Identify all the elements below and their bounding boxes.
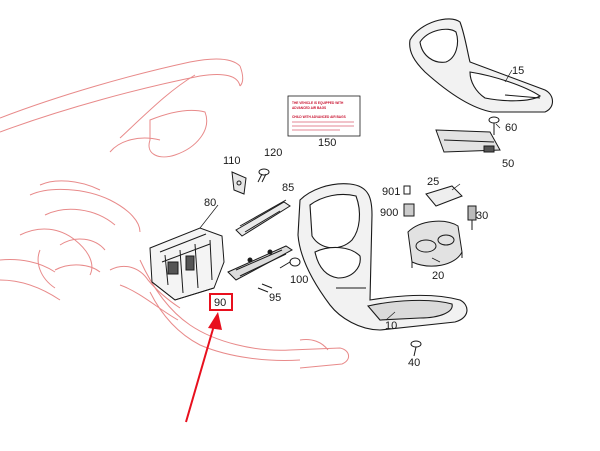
part-110-clip xyxy=(231,171,247,195)
part-40-screw xyxy=(410,340,422,357)
part-number-80: 80 xyxy=(204,197,216,209)
highlight-marker: 90 xyxy=(185,293,233,423)
part-80-storage-bin xyxy=(149,227,225,301)
highlight-arrow-line xyxy=(185,321,216,423)
part-20-module xyxy=(407,220,463,268)
part-900-item xyxy=(403,203,415,217)
part-150-warning-label: THE VEHICLE IS EQUIPPED WITH ADVANCED AI… xyxy=(287,95,361,137)
part-number-15: 15 xyxy=(512,65,524,77)
part-number-25: 25 xyxy=(427,176,439,188)
part-number-10: 10 xyxy=(385,320,397,332)
part-120-screw xyxy=(257,168,270,183)
part-60-screw xyxy=(488,116,500,135)
part-85-panel xyxy=(235,199,291,237)
part-30-connector xyxy=(467,205,477,230)
part-number-100: 100 xyxy=(290,274,308,286)
part-number-60: 60 xyxy=(505,122,517,134)
part-number-110: 110 xyxy=(223,155,241,167)
part-100-fastener xyxy=(279,257,301,269)
part-95-pins xyxy=(257,283,273,293)
part-25-cover xyxy=(425,185,463,207)
part-901-item xyxy=(403,185,411,195)
part-number-30: 30 xyxy=(476,210,488,222)
part-number-90: 90 xyxy=(214,297,226,309)
part-number-20: 20 xyxy=(432,270,444,282)
highlight-arrow-head-icon xyxy=(208,312,222,330)
part-number-900: 900 xyxy=(380,207,398,219)
part-number-150: 150 xyxy=(318,137,336,149)
part-90-bracket xyxy=(227,245,293,281)
part-number-85: 85 xyxy=(282,182,294,194)
part-number-50: 50 xyxy=(502,158,514,170)
parts-small-fasteners xyxy=(247,249,273,263)
part-number-901: 901 xyxy=(382,186,400,198)
leader-lines xyxy=(199,69,513,321)
part-number-40: 40 xyxy=(408,357,420,369)
label-line-1: THE VEHICLE IS EQUIPPED WITH xyxy=(292,101,344,105)
label-line-3: CHILD WITH ADVANCED AIR BAGS xyxy=(292,115,346,119)
part-50-switch-panel xyxy=(435,129,501,153)
part-10-center-console xyxy=(297,183,468,331)
part-number-120: 120 xyxy=(264,147,282,159)
part-number-95: 95 xyxy=(269,292,281,304)
part-15-console-panel xyxy=(409,18,554,113)
dashboard-outline xyxy=(0,58,349,369)
label-line-2: ADVANCED AIR BAGS xyxy=(292,106,326,110)
